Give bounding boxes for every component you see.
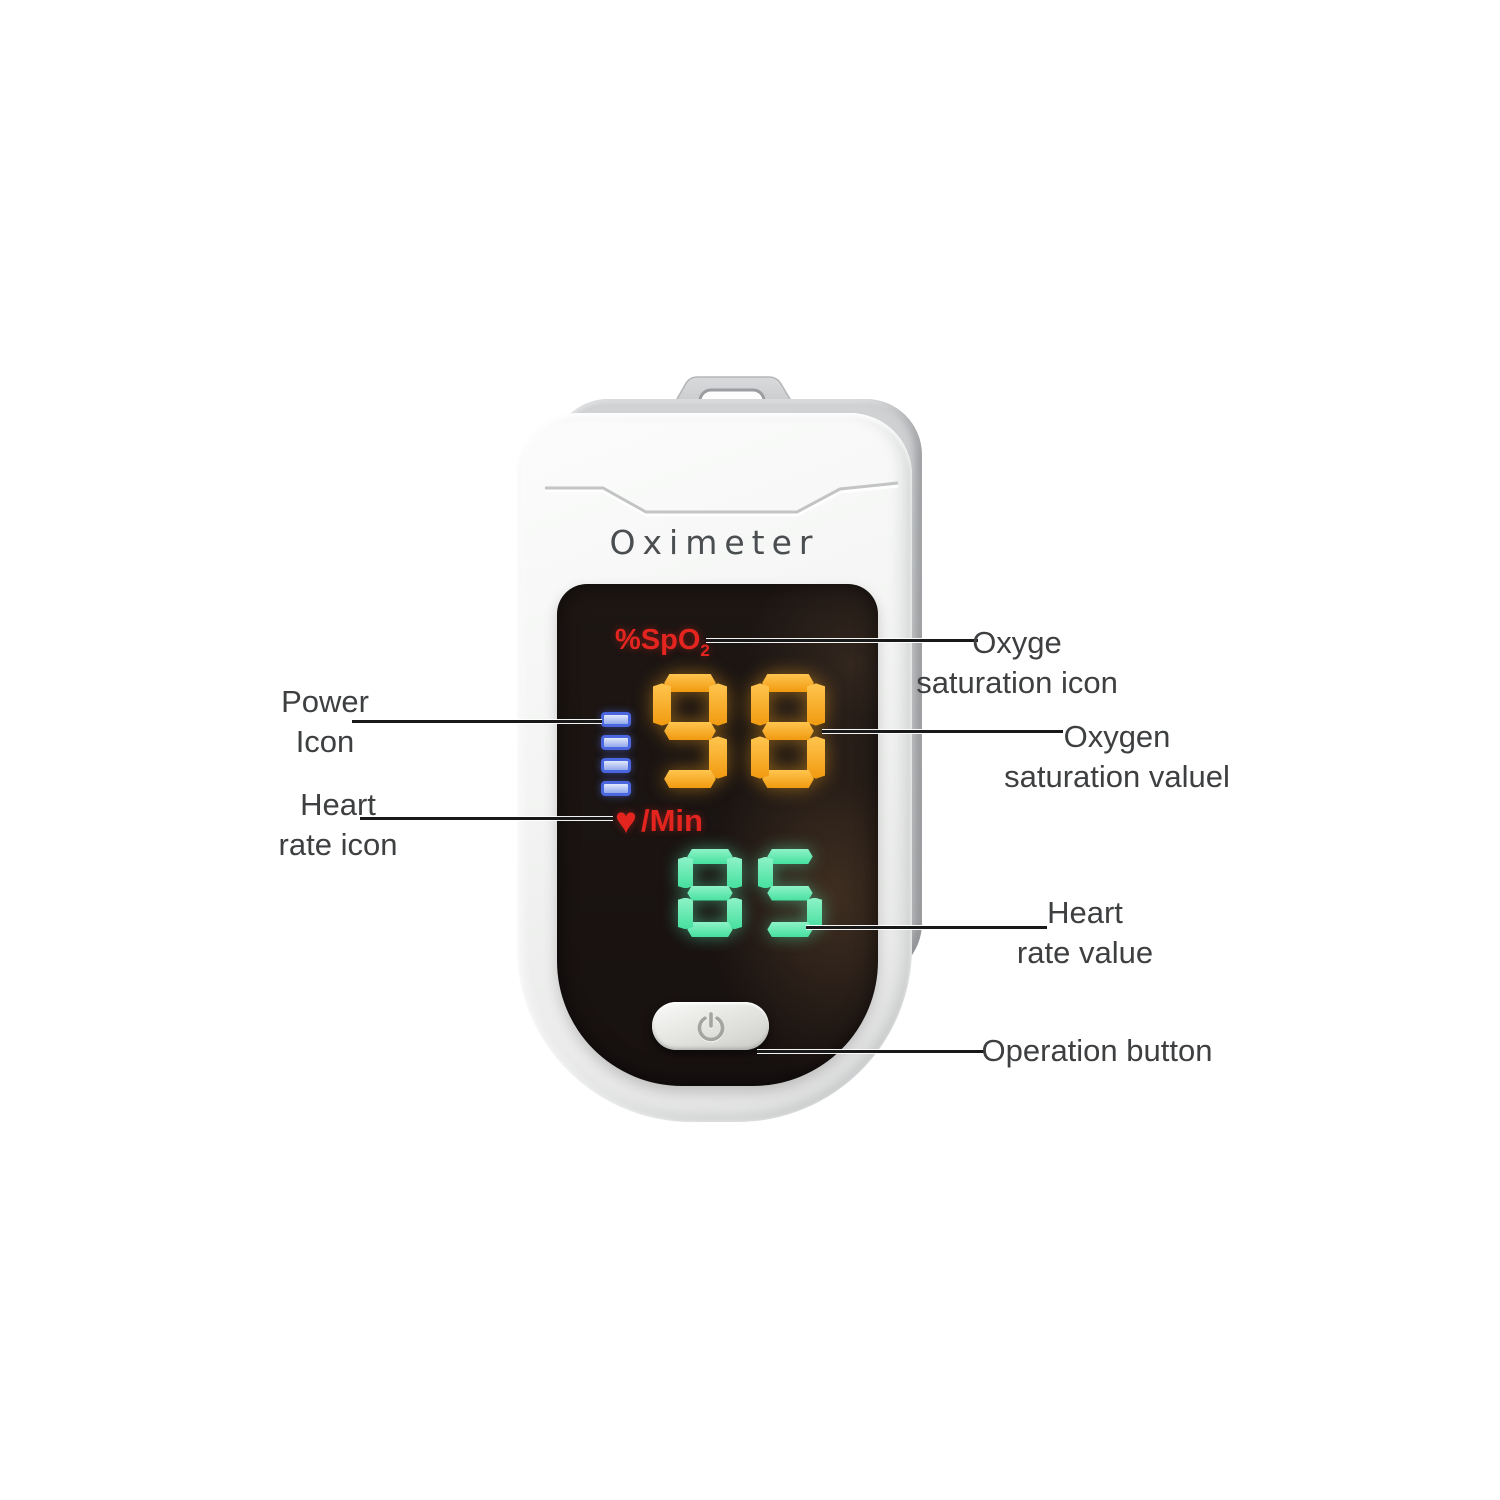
spo2-subscript: 2 bbox=[700, 640, 710, 660]
operation-button[interactable] bbox=[652, 1002, 769, 1050]
seven-segment-digit bbox=[653, 674, 727, 788]
heart-icon: ♥ bbox=[615, 800, 637, 841]
callout-line-spo2-value bbox=[822, 729, 1063, 734]
callout-line-operation bbox=[757, 1049, 985, 1054]
label-oxygen-saturation-icon: Oxyge saturation icon bbox=[916, 625, 1118, 700]
power-level-icon bbox=[601, 712, 631, 804]
seven-segment-digit bbox=[678, 849, 742, 937]
label-heart-rate-icon: Heart rate icon bbox=[278, 787, 398, 862]
power-bar bbox=[601, 758, 631, 773]
seven-segment-digit bbox=[758, 849, 822, 937]
power-icon bbox=[697, 1012, 724, 1043]
label-power-icon: Power Icon bbox=[281, 684, 369, 759]
callout-line-power-icon bbox=[352, 719, 602, 724]
power-bar bbox=[601, 781, 631, 796]
spo2-value bbox=[653, 674, 825, 788]
callout-line-heart-icon bbox=[360, 816, 613, 821]
power-bar bbox=[601, 712, 631, 727]
pulse-value bbox=[678, 849, 822, 937]
callout-line-pulse-value bbox=[806, 925, 1047, 930]
power-bar bbox=[601, 735, 631, 750]
display-panel: %SpO2 ♥ /Min bbox=[557, 584, 878, 1086]
label-operation-button: Operation button bbox=[981, 1033, 1213, 1068]
pulse-unit-label: ♥ /Min bbox=[615, 800, 703, 841]
seven-segment-digit bbox=[751, 674, 825, 788]
spo2-unit-label: %SpO2 bbox=[615, 624, 710, 660]
label-oxygen-saturation-value: Oxygen saturation valuel bbox=[1004, 719, 1230, 794]
label-heart-rate-value: Heart rate value bbox=[1016, 895, 1154, 970]
brand-text: Oximeter bbox=[609, 523, 820, 562]
shell-crease bbox=[545, 481, 899, 517]
callout-line-spo2-icon bbox=[706, 638, 978, 643]
